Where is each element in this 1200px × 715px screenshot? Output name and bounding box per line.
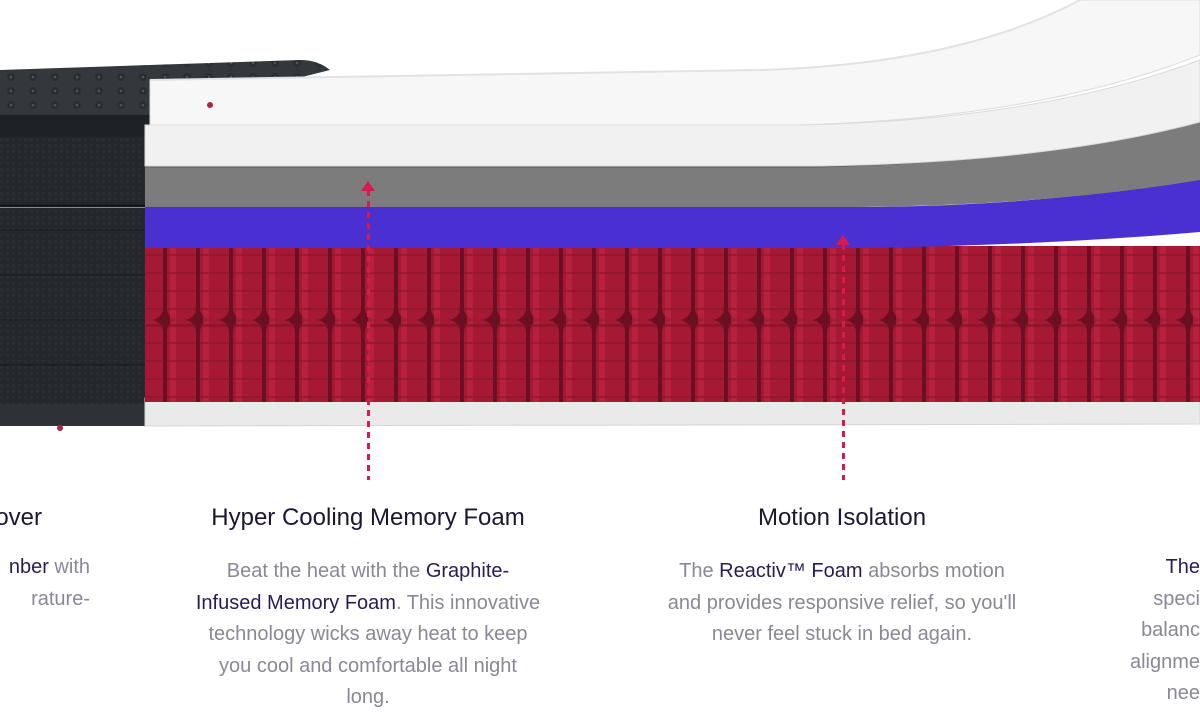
desc-line: technology wicks away heat to keep: [208, 623, 528, 645]
comfort-foam-layer: [144, 59, 1200, 167]
feature-title: over: [0, 504, 42, 531]
callout-line-motion: [842, 244, 845, 480]
reactiv-foam-layer: [145, 178, 1200, 248]
desc-line: alignme: [1129, 650, 1200, 673]
base-foam-layer: [144, 397, 1200, 427]
desc-line: never feel stuck in bed again.: [711, 623, 973, 645]
feature-description: The Reactiv™ Foam absorbs motion and pro…: [632, 556, 1052, 651]
feature-description: nber with rature-: [0, 552, 90, 615]
feature-description: Beat the heat with the Graphite- Infused…: [168, 556, 568, 714]
feature-motion-isolation: Motion Isolation The Reactiv™ Foam absor…: [632, 504, 1052, 651]
desc-line: rature-: [31, 587, 90, 610]
desc-line: Beat the heat with the Graphite-: [226, 560, 510, 582]
desc-line: and provides responsive relief, so you'l…: [667, 591, 1017, 614]
desc-line: you cool and comfortable all night: [219, 654, 517, 677]
desc-line: nee: [1166, 682, 1200, 704]
feature-title: Motion Isolation: [757, 504, 927, 531]
pocketed-coils-layer: [145, 246, 1200, 402]
desc-line: nber with: [8, 556, 90, 578]
desc-line: speci: [1153, 587, 1200, 610]
callout-line-cooling: [367, 190, 370, 480]
feature-support: The speci balanc alignme nee: [1100, 552, 1200, 710]
desc-line: balanc: [1141, 619, 1200, 641]
desc-line: long.: [346, 686, 390, 708]
cooling-memory-foam-layer: [145, 120, 1200, 207]
mattress-cover: [0, 60, 330, 426]
desc-line: The: [1165, 556, 1200, 578]
arrow-up-icon: [836, 235, 850, 245]
feature-hyper-cooling: Hyper Cooling Memory Foam Beat the heat …: [168, 504, 568, 714]
mattress-layers-illustration: [0, 0, 1200, 431]
desc-line: The Reactiv™ Foam absorbs motion: [679, 560, 1005, 582]
desc-line: Infused Memory Foam. This innovative: [195, 591, 541, 614]
arrow-up-icon: [361, 181, 375, 191]
feature-description: The speci balanc alignme nee: [1100, 552, 1200, 710]
feature-title: Hyper Cooling Memory Foam: [211, 504, 525, 531]
